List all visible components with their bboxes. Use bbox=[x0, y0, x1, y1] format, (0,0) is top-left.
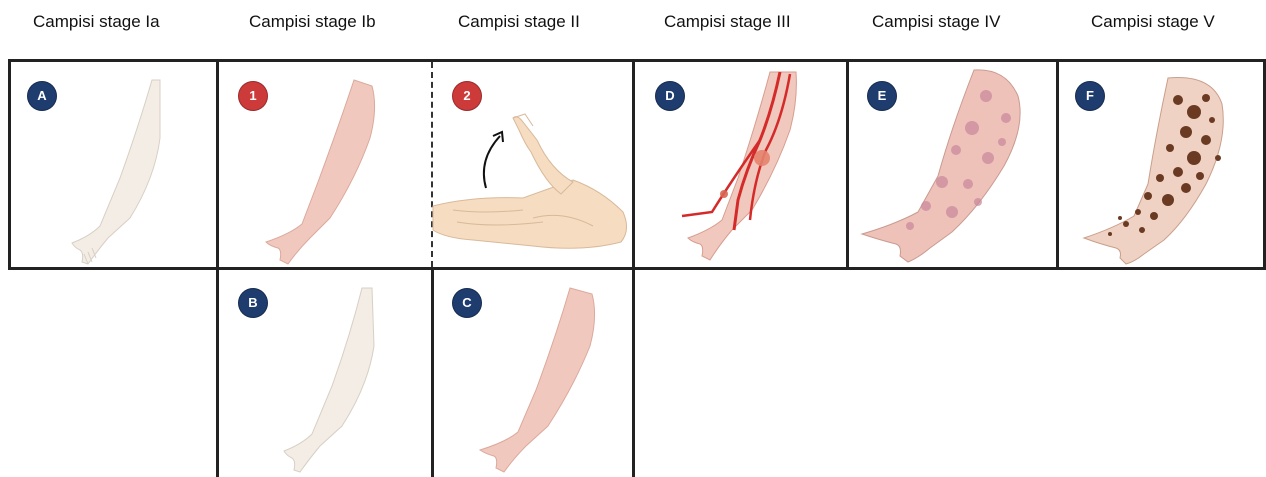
arm-elevation-illustration bbox=[433, 110, 631, 260]
badge-1: 1 bbox=[238, 81, 268, 111]
header-stage-ii: Campisi stage II bbox=[458, 12, 580, 32]
elevation-arrow-icon bbox=[478, 126, 518, 196]
header-stage-iii: Campisi stage III bbox=[664, 12, 791, 32]
badge-2: 2 bbox=[452, 81, 482, 111]
grid-divider-4 bbox=[846, 59, 849, 270]
header-stage-v: Campisi stage V bbox=[1091, 12, 1215, 32]
arm-illustration-stage-ii-2 bbox=[466, 286, 616, 476]
badge-b: B bbox=[238, 288, 268, 318]
grid-divider-1 bbox=[216, 59, 219, 477]
grid-divider-2 bbox=[431, 267, 434, 477]
grid-divider-3 bbox=[632, 59, 635, 477]
grid-middle-line bbox=[8, 267, 1266, 270]
grid-left-border bbox=[8, 59, 11, 270]
arm-illustration-stage-ib-1 bbox=[252, 78, 392, 268]
header-stage-ia: Campisi stage Ia bbox=[33, 12, 160, 32]
header-stage-ib: Campisi stage Ib bbox=[249, 12, 376, 32]
arm-illustration-stage-v bbox=[1082, 74, 1252, 266]
badge-d: D bbox=[655, 81, 685, 111]
arm-illustration-stage-ib-2 bbox=[270, 286, 390, 476]
badge-f: F bbox=[1075, 81, 1105, 111]
header-stage-iv: Campisi stage IV bbox=[872, 12, 1001, 32]
badge-a: A bbox=[27, 81, 57, 111]
grid-divider-5 bbox=[1056, 59, 1059, 270]
badge-e: E bbox=[867, 81, 897, 111]
badge-c: C bbox=[452, 288, 482, 318]
arm-illustration-stage-ia bbox=[60, 78, 180, 268]
grid-top-line bbox=[8, 59, 1266, 62]
